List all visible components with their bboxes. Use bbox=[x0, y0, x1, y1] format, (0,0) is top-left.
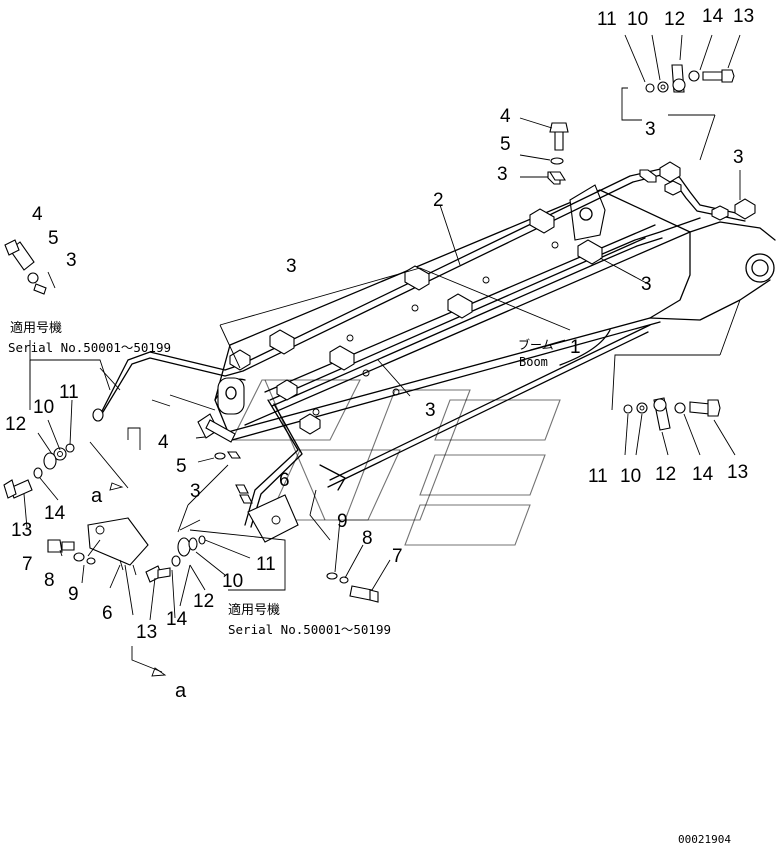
callout-10-bottom-right: 10 bbox=[620, 466, 641, 487]
serial-notes: 適用号機 Serial No.50001～50199 適用号機 Serial N… bbox=[8, 320, 554, 637]
hw-mid bbox=[197, 413, 236, 460]
callout-3-left: 3 bbox=[66, 250, 77, 271]
callout-10-top-right: 10 bbox=[627, 9, 648, 30]
callout-numbers: 11 10 12 14 13 4 5 3 3 3 2 4 5 3 3 3 1 1… bbox=[5, 6, 754, 643]
hw-upper-left bbox=[4, 239, 47, 295]
drawing-code: 00021904 bbox=[678, 833, 731, 846]
callout-8-left: 8 bbox=[44, 570, 55, 591]
callout-3-top-right-clamp: 3 bbox=[645, 119, 656, 140]
callout-4-top: 4 bbox=[500, 106, 511, 127]
callout-4-mid: 4 bbox=[158, 432, 169, 453]
hw-lower-left bbox=[47, 539, 181, 583]
pipe-clamps bbox=[229, 161, 756, 435]
callout-5-mid: 5 bbox=[176, 456, 187, 477]
callout-6-mid: 6 bbox=[279, 470, 290, 491]
callout-12-bottom-right: 12 bbox=[655, 464, 676, 485]
callout-5-left: 5 bbox=[48, 228, 59, 249]
callout-14-bottom: 14 bbox=[166, 609, 188, 630]
callout-4-left: 4 bbox=[32, 204, 43, 225]
hw-lower-mid bbox=[177, 535, 206, 557]
applicable-units-note-upper: 適用号機 bbox=[10, 320, 62, 336]
callout-9: 9 bbox=[337, 511, 348, 532]
callout-13-top-right: 13 bbox=[733, 6, 754, 27]
callout-3-lower: 3 bbox=[190, 481, 201, 502]
callout-9-left: 9 bbox=[68, 584, 79, 605]
guard-plate-left bbox=[87, 517, 149, 576]
leader-lines bbox=[23, 34, 741, 677]
callout-12-bottom: 12 bbox=[193, 591, 214, 612]
callout-12-left: 12 bbox=[5, 414, 26, 435]
callout-3-top: 3 bbox=[497, 164, 508, 185]
callout-10-left: 10 bbox=[33, 397, 54, 418]
guard-plate-mid bbox=[226, 451, 299, 543]
callout-7-right: 7 bbox=[392, 546, 403, 567]
callout-8-right: 8 bbox=[362, 528, 373, 549]
callout-11-top-right: 11 bbox=[597, 9, 617, 30]
callout-11-left: 11 bbox=[59, 382, 79, 403]
hw-top-center bbox=[549, 122, 569, 181]
callout-7-left: 7 bbox=[22, 554, 33, 575]
callout-11-bottom-right: 11 bbox=[588, 466, 608, 487]
callout-13-left: 13 bbox=[11, 520, 32, 541]
applicable-units-note-lower: 適用号機 bbox=[228, 602, 280, 618]
hw-bottom-right bbox=[623, 397, 721, 431]
boom-label-en: Boom bbox=[519, 355, 548, 369]
hw-left-cluster bbox=[3, 408, 104, 499]
callout-13-bottom-right: 13 bbox=[727, 462, 748, 483]
callout-6-left: 6 bbox=[102, 603, 113, 624]
callout-14-left: 14 bbox=[44, 503, 66, 524]
callout-14-top-right: 14 bbox=[702, 6, 724, 27]
hw-top-right bbox=[645, 64, 735, 93]
serial-range-note-upper: Serial No.50001～50199 bbox=[8, 340, 171, 355]
callout-1: 1 bbox=[570, 337, 581, 358]
callout-2: 2 bbox=[433, 190, 444, 211]
view-labels: a a bbox=[91, 485, 187, 702]
callout-5-top: 5 bbox=[500, 134, 511, 155]
callout-3-far-right: 3 bbox=[733, 147, 744, 168]
callout-3-mid: 3 bbox=[425, 400, 436, 421]
boom-label-jp: ブーム bbox=[518, 337, 554, 352]
callout-3-mid-right: 3 bbox=[641, 274, 652, 295]
callout-3-upper-span: 3 bbox=[286, 256, 297, 277]
callout-14-bottom-right: 14 bbox=[692, 464, 714, 485]
pipe-lines bbox=[99, 167, 746, 528]
watermark-logo bbox=[231, 379, 561, 546]
view-label-a-upper: a bbox=[91, 485, 103, 507]
callout-11-bottom: 11 bbox=[256, 554, 276, 575]
serial-range-note-lower: Serial No.50001～50199 bbox=[228, 622, 391, 637]
view-label-a-lower: a bbox=[175, 680, 187, 702]
callout-13-bottom: 13 bbox=[136, 622, 157, 643]
hw-lower-right bbox=[326, 572, 379, 603]
callout-12-top-right: 12 bbox=[664, 9, 685, 30]
callout-10-bottom: 10 bbox=[222, 571, 243, 592]
